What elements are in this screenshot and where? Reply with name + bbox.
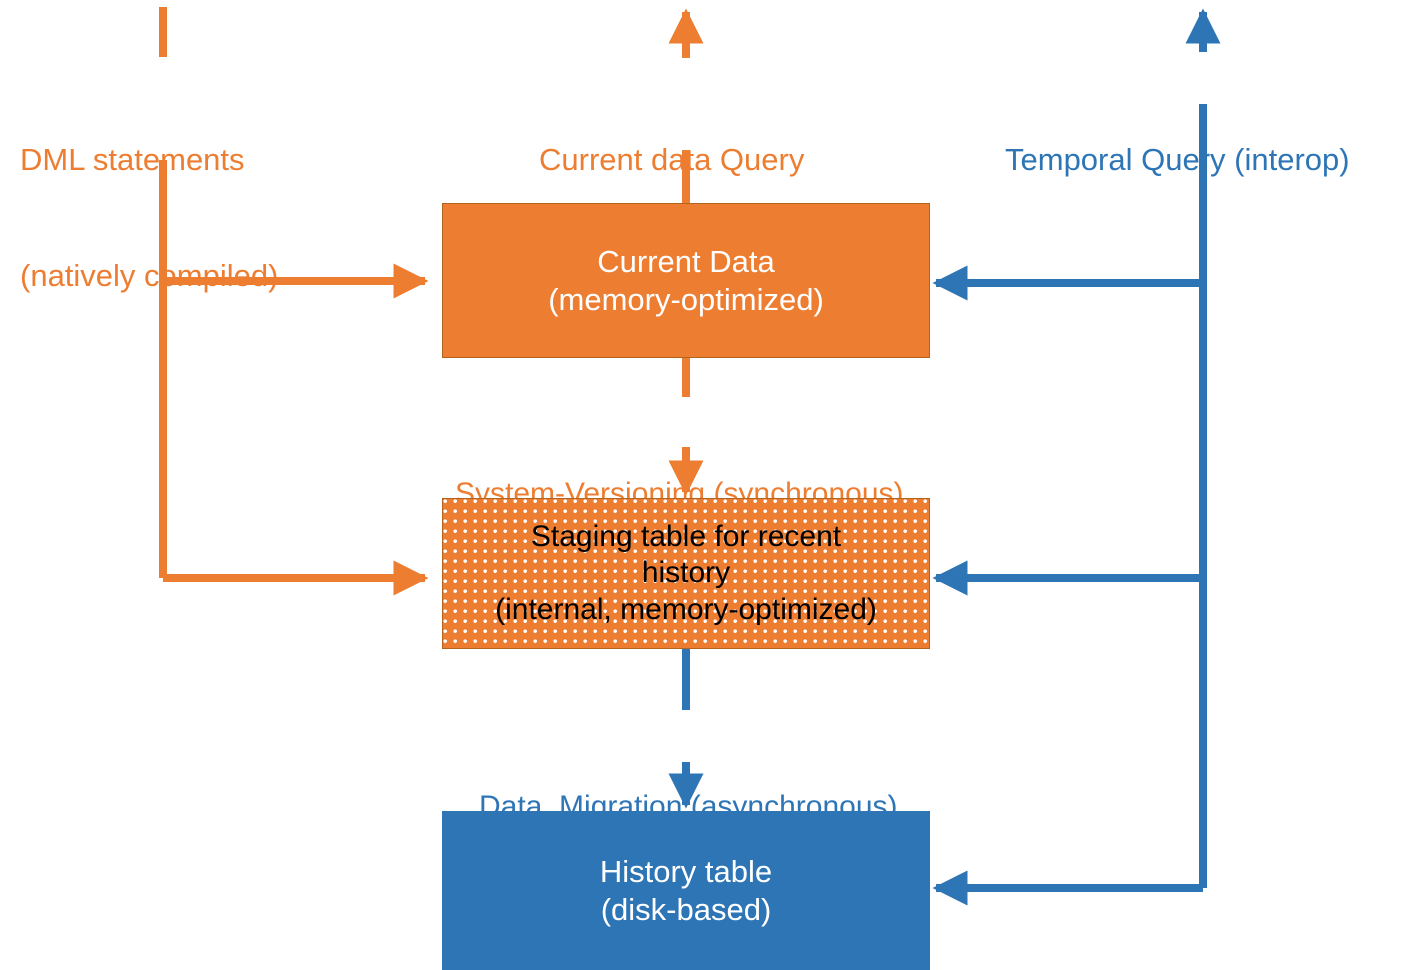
label-dml-statements-line1: DML statements — [20, 141, 245, 177]
node-history-table: History table (disk-based) — [442, 811, 930, 970]
node-staging-table-line3: (internal, memory-optimized) — [495, 592, 877, 626]
node-history-table-line1: History table — [599, 853, 773, 889]
label-dml-statements: DML statements (natively compiled) — [20, 63, 278, 373]
label-temporal-query: Temporal Query (interop) — [1005, 63, 1350, 257]
node-staging-table-line2: history — [641, 556, 731, 590]
node-staging-table-line1: Staging table for recent — [530, 519, 842, 553]
label-current-data-query-line1: Current data Query — [539, 141, 805, 177]
node-staging-table-text: Staging table for recent history (intern… — [495, 519, 877, 629]
node-current-data: Current Data (memory-optimized) — [442, 203, 930, 358]
node-current-data-line2: (memory-optimized) — [548, 281, 824, 317]
label-dml-statements-line2: (natively compiled) — [20, 257, 279, 293]
node-current-data-line1: Current Data — [597, 243, 775, 279]
node-staging-table: Staging table for recent history (intern… — [442, 498, 930, 649]
label-temporal-query-line1: Temporal Query (interop) — [1005, 141, 1350, 177]
node-history-table-line2: (disk-based) — [600, 891, 772, 927]
